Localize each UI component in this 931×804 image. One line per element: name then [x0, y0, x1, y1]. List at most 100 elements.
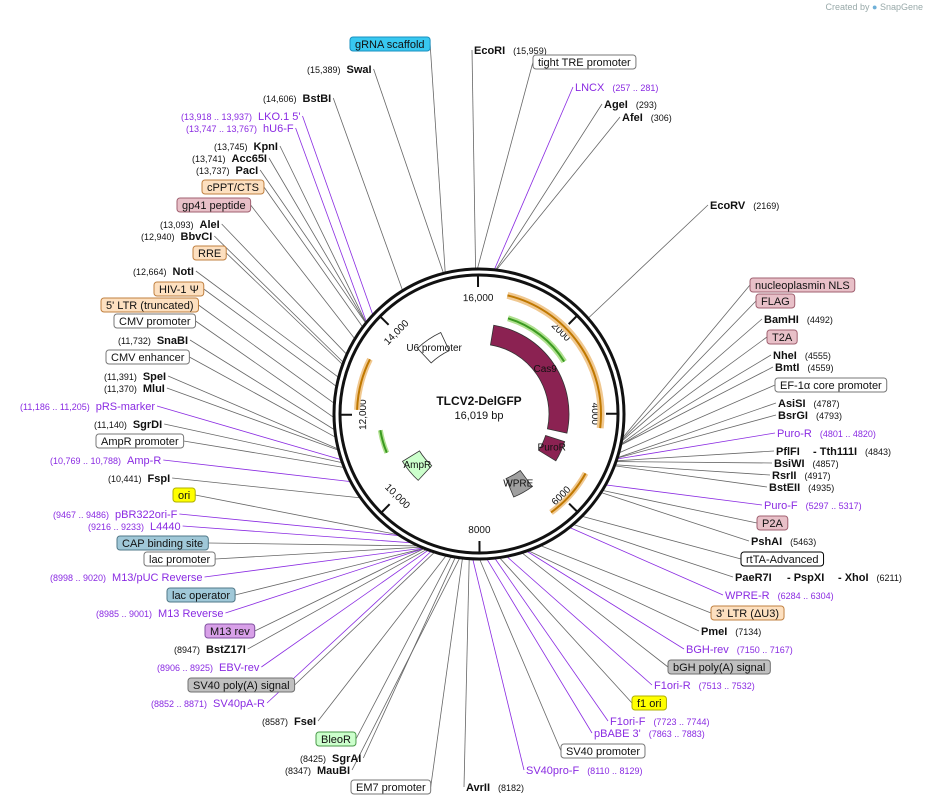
label-box-sv40-promoter[interactable]: SV40 promoter	[560, 743, 646, 759]
label-enzyme-asisi[interactable]: AsiSI(4787)	[778, 398, 840, 410]
label-box-cmv-promoter[interactable]: CMV promoter	[113, 313, 197, 329]
label-enzyme-pspxi[interactable]: - PspXI	[787, 572, 824, 584]
label-enzyme-bsteii[interactable]: BstEII(4935)	[769, 482, 834, 494]
plasmid-size: 16,019 bp	[455, 410, 504, 422]
feature-cas9	[490, 324, 570, 434]
label-enzyme-fsei[interactable]: (8587)FseI	[262, 716, 316, 728]
label-primer-lncx[interactable]: LNCX(257 .. 281)	[575, 82, 658, 94]
label-enzyme-paer7i[interactable]: PaeR7I	[735, 572, 772, 584]
label-enzyme-avrii[interactable]: AvrII(8182)	[466, 782, 524, 794]
label-enzyme-bstz17i[interactable]: (8947)BstZ17I	[174, 644, 246, 656]
label-box-tight-tre-promoter[interactable]: tight TRE promoter	[532, 54, 637, 70]
label-enzyme-bbvci[interactable]: (12,940)BbvCI	[141, 231, 212, 243]
leader-line	[620, 336, 768, 445]
leader-line	[539, 545, 712, 614]
label-enzyme-pflfi[interactable]: PflFI	[776, 446, 800, 458]
label-primer-wpre-r[interactable]: WPRE-R(6284 .. 6304)	[725, 590, 834, 602]
label-enzyme-acc65i[interactable]: (13,741)Acc65I	[192, 153, 267, 165]
label-box-lac-operator[interactable]: lac operator	[166, 587, 236, 603]
label-box-ef-1-core-promoter[interactable]: EF-1α core promoter	[774, 377, 888, 393]
label-primer-ebv-rev[interactable]: (8906 .. 8925)EBV-rev	[157, 662, 260, 674]
label-box-p2a[interactable]: P2A	[756, 515, 789, 531]
label-primer-m13-puc-reverse[interactable]: (8998 .. 9020)M13/pUC Reverse	[50, 572, 203, 584]
label-enzyme-ecorv[interactable]: EcoRV(2169)	[710, 200, 779, 212]
label-box-5-ltr-truncated[interactable]: 5' LTR (truncated)	[100, 297, 199, 313]
label-primer-bgh-rev[interactable]: BGH-rev(7150 .. 7167)	[686, 644, 793, 656]
label-primer-l4440[interactable]: (9216 .. 9233)L4440	[88, 521, 181, 533]
label-enzyme-pmei[interactable]: PmeI(7134)	[701, 626, 761, 638]
enzyme-name: FseI	[294, 716, 316, 728]
label-box-ori[interactable]: ori	[172, 487, 196, 503]
feature-label-wpre: WPRE	[503, 479, 533, 490]
label-box-rre[interactable]: RRE	[192, 245, 227, 261]
label-box-cap-binding-site[interactable]: CAP binding site	[116, 535, 209, 551]
label-primer-puro-r[interactable]: Puro-R(4801 .. 4820)	[777, 428, 876, 440]
label-enzyme-sgrai[interactable]: (8425)SgrAI	[300, 753, 361, 765]
label-enzyme-mlui[interactable]: (11,370)MluI	[104, 383, 165, 395]
label-box-f1-ori[interactable]: f1 ori	[631, 695, 667, 711]
label-primer-prs-marker[interactable]: (11,186 .. 11,205)pRS-marker	[20, 401, 155, 413]
label-enzyme-nhei[interactable]: NheI(4555)	[773, 350, 831, 362]
enzyme-name: - XhoI	[838, 572, 869, 584]
primer-name: WPRE-R	[725, 590, 770, 602]
label-box-lac-promoter[interactable]: lac promoter	[143, 551, 216, 567]
label-box-bleor[interactable]: BleoR	[315, 731, 357, 747]
leader-line	[614, 464, 771, 476]
label-primer-pbabe-3[interactable]: pBABE 3'(7863 .. 7883)	[594, 728, 705, 740]
label-enzyme-noti[interactable]: (12,664)NotI	[133, 266, 194, 278]
label-box-hiv-1[interactable]: HIV-1 Ψ	[153, 281, 205, 297]
label-box-nucleoplasmin-nls[interactable]: nucleoplasmin NLS	[749, 277, 856, 293]
label-box-ampr-promoter[interactable]: AmpR promoter	[95, 433, 185, 449]
label-enzyme-alei[interactable]: (13,093)AleI	[160, 219, 220, 231]
label-primer-f1ori-r[interactable]: F1ori-R(7513 .. 7532)	[654, 680, 755, 692]
label-primer-puro-f[interactable]: Puro-F(5297 .. 5317)	[764, 500, 862, 512]
label-enzyme-kpni[interactable]: (13,745)KpnI	[214, 141, 278, 153]
label-enzyme-sgrdi[interactable]: (11,140)SgrDI	[94, 419, 162, 431]
label-box-bgh-poly-a-signal[interactable]: bGH poly(A) signal	[667, 659, 771, 675]
label-enzyme-bamhi[interactable]: BamHI(4492)	[764, 314, 833, 326]
label-box-m13-rev[interactable]: M13 rev	[204, 623, 256, 639]
label-box-sv40-poly-a-signal[interactable]: SV40 poly(A) signal	[187, 677, 296, 693]
label-enzyme-paci[interactable]: (13,737)PacI	[196, 165, 258, 177]
label-enzyme-maubi[interactable]: (8347)MauBI	[285, 765, 350, 777]
label-box-grna-scaffold[interactable]: gRNA scaffold	[349, 36, 431, 52]
label-enzyme-bstbi[interactable]: (14,606)BstBI	[263, 93, 331, 105]
label-enzyme-xhoi[interactable]: - XhoI(6211)	[838, 572, 902, 584]
label-box-gp41-peptide[interactable]: gp41 peptide	[176, 197, 252, 213]
label-enzyme-spei[interactable]: (11,391)SpeI	[104, 371, 166, 383]
label-box-cppt-cts[interactable]: cPPT/CTS	[201, 179, 265, 195]
label-box-em7-promoter[interactable]: EM7 promoter	[350, 779, 432, 795]
label-box-cmv-enhancer[interactable]: CMV enhancer	[105, 349, 190, 365]
label-box-rtta-advanced[interactable]: rtTA-Advanced	[740, 551, 825, 567]
enzyme-name: SgrAI	[332, 753, 361, 765]
label-enzyme-rsrii[interactable]: RsrII(4917)	[772, 470, 830, 482]
label-enzyme-bsiwi[interactable]: BsiWI(4857)	[774, 458, 839, 470]
label-primer-amp-r[interactable]: (10,769 .. 10,788)Amp-R	[50, 455, 161, 467]
label-primer-hu6-f[interactable]: (13,747 .. 13,767)hU6-F	[186, 123, 294, 135]
label-enzyme-ecori[interactable]: EcoRI(15,959)	[474, 45, 547, 57]
enzyme-name: PshAI	[751, 536, 782, 548]
label-primer-f1ori-f[interactable]: F1ori-F(7723 .. 7744)	[610, 716, 709, 728]
label-enzyme-swai[interactable]: (15,389)SwaI	[307, 64, 372, 76]
primer-name: F1ori-F	[610, 716, 646, 728]
enzyme-position: (14,606)	[263, 94, 297, 104]
label-primer-sv40pro-f[interactable]: SV40pro-F(8110 .. 8129)	[526, 765, 643, 777]
label-enzyme-pshai[interactable]: PshAI(5463)	[751, 536, 816, 548]
label-enzyme-fspi[interactable]: (10,441)FspI	[108, 473, 170, 485]
label-primer-m13-reverse[interactable]: (8985 .. 9001)M13 Reverse	[96, 608, 223, 620]
label-primer-lko-1-5[interactable]: (13,918 .. 13,937)LKO.1 5'	[181, 111, 301, 123]
leader-line	[499, 557, 633, 704]
label-enzyme-snabi[interactable]: (11,732)SnaBI	[118, 335, 188, 347]
leader-line	[430, 558, 463, 788]
label-enzyme-bsrgi[interactable]: BsrGI(4793)	[778, 410, 842, 422]
label-primer-pbr322ori-f[interactable]: (9467 .. 9486)pBR322ori-F	[53, 509, 178, 521]
leader-line	[166, 387, 339, 451]
label-box-t2a[interactable]: T2A	[766, 329, 798, 345]
label-enzyme-tth111i[interactable]: - Tth111I(4843)	[813, 446, 891, 458]
label-enzyme-bmti[interactable]: BmtI(4559)	[775, 362, 833, 374]
label-box-flag[interactable]: FLAG	[755, 293, 796, 309]
label-primer-sv40pa-r[interactable]: (8852 .. 8871)SV40pA-R	[151, 698, 265, 710]
label-enzyme-afei[interactable]: AfeI(306)	[622, 112, 672, 124]
label-box-3-ltr-u3[interactable]: 3' LTR (ΔU3)	[710, 605, 785, 621]
label-enzyme-agei[interactable]: AgeI(293)	[604, 99, 657, 111]
